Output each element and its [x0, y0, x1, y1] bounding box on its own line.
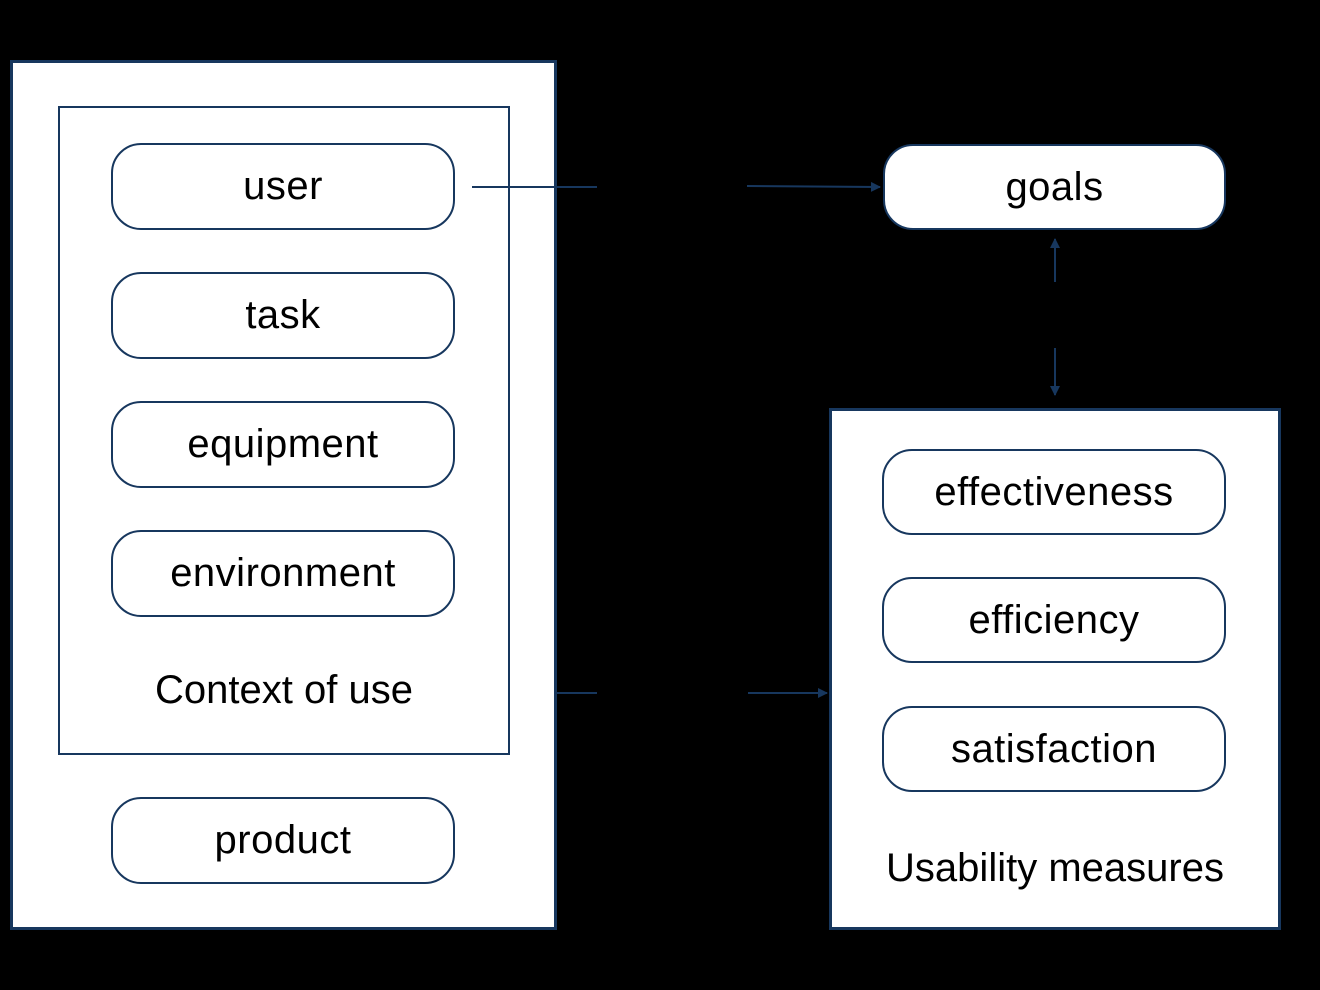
environment-node: environment: [111, 530, 455, 617]
user-goals-arrow: [746, 181, 881, 192]
efficiency-node: efficiency: [882, 577, 1226, 663]
task-node: task: [111, 272, 455, 359]
product-node: product: [111, 797, 455, 884]
satisfaction-node: satisfaction: [882, 706, 1226, 792]
equipment-node: equipment: [111, 401, 455, 488]
goals-node: goals: [883, 144, 1226, 230]
usability-measures-label: Usability measures: [886, 846, 1224, 890]
context-of-use-label: Context of use: [155, 668, 413, 712]
effectiveness-node: effectiveness: [882, 449, 1226, 535]
user-node: user: [111, 143, 455, 230]
